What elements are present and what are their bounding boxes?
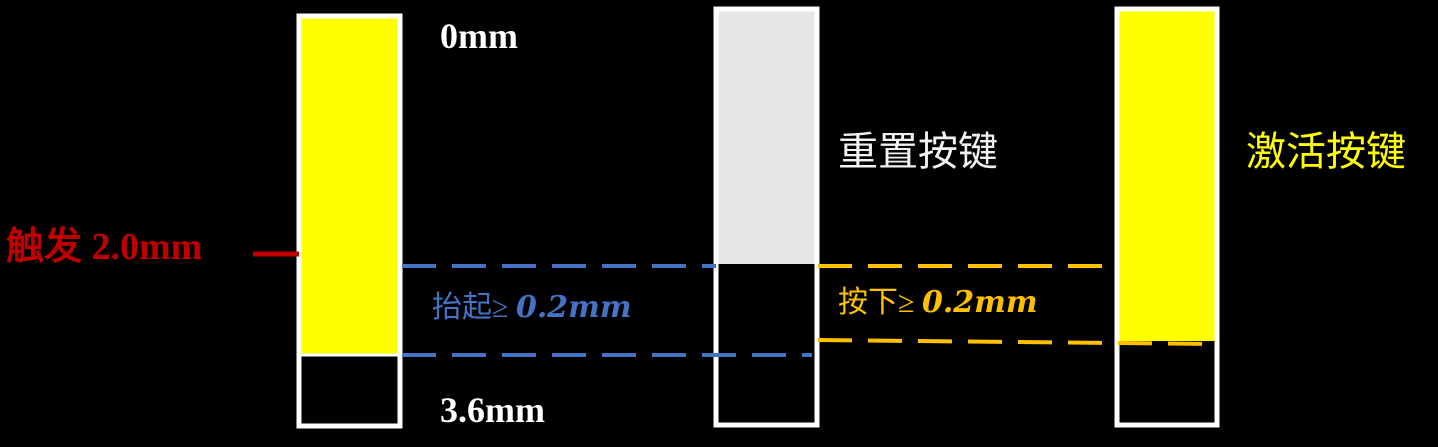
press-threshold-label: 按下≥ 0.2mm xyxy=(838,288,1038,318)
bottom-position-label: 3.6mm xyxy=(440,390,545,430)
key2-outline xyxy=(713,6,820,428)
lift-threshold-prefix: 抬起≥ xyxy=(432,291,516,324)
key3-yellow-fill xyxy=(1117,9,1217,341)
key1-yellow-fill xyxy=(299,16,400,355)
lift-threshold-value: 0.2mm xyxy=(515,290,632,325)
trigger-label: 触发 2.0mm xyxy=(6,226,203,268)
press-threshold-prefix: 按下≥ xyxy=(838,286,922,319)
top-position-label: 0mm xyxy=(440,16,518,56)
key1-outline xyxy=(296,13,403,429)
reset-key-label: 重置按键 xyxy=(838,129,998,175)
lift-threshold-label: 抬起≥ 0.2mm xyxy=(432,293,632,323)
activate-key-label: 激活按键 xyxy=(1246,129,1406,175)
key2-gray-fill xyxy=(716,9,817,264)
key3-outline xyxy=(1114,6,1220,428)
press-dash-lower xyxy=(817,338,1215,346)
press-threshold-value: 0.2mm xyxy=(921,285,1038,320)
